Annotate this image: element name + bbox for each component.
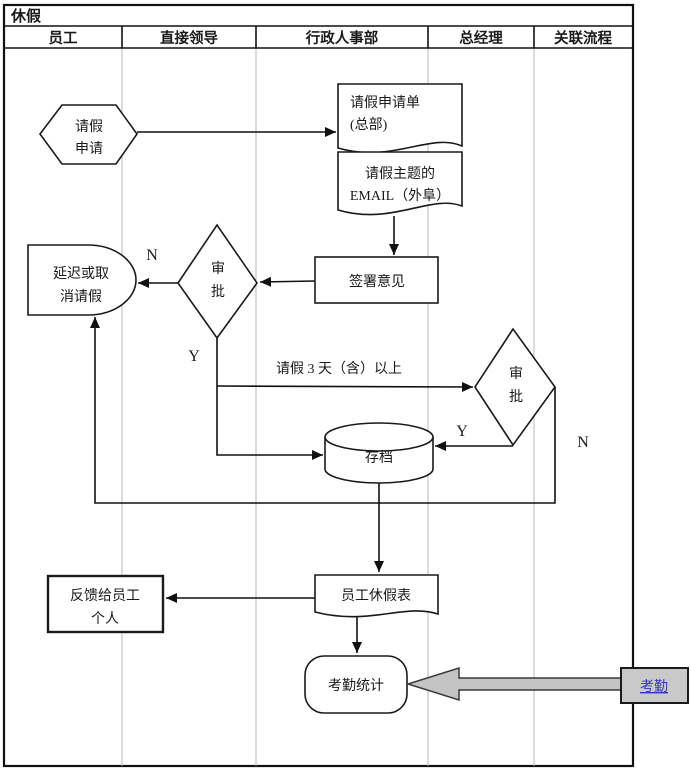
node-archive: 存档 <box>324 422 434 484</box>
leave-email-line1: 请假主题的 <box>365 166 435 182</box>
node-sign-opinion: 签署意见 <box>314 256 439 304</box>
gm-approval-line2: 批 <box>509 389 523 405</box>
approval2-no-label: N <box>577 434 589 451</box>
arrow-condition-to-approval2 <box>216 381 474 392</box>
document-shape <box>337 151 463 216</box>
table-header: 休假 员工 直接领导 行政人事部 总经理 关联流程 <box>10 7 612 47</box>
leave-request-line2: 申请 <box>75 141 103 157</box>
lane-header-employee: 员工 <box>49 30 78 47</box>
lane-header-leader: 直接领导 <box>160 29 218 47</box>
vacation-sheet-label: 员工休假表 <box>341 588 411 604</box>
feedback-line1: 反馈给员工 <box>70 588 140 604</box>
process-rect <box>314 256 439 304</box>
related-process-box[interactable] <box>620 667 689 704</box>
leave-form-line2: (总部) <box>350 117 388 133</box>
lane-header-related: 关联流程 <box>554 29 612 47</box>
feedback-line2: 个人 <box>91 611 119 627</box>
approval1-no-label: N <box>146 247 158 264</box>
node-leave-request: 请假 申请 <box>39 104 138 165</box>
delay-shape <box>27 244 137 316</box>
node-vacation-sheet: 员工休假表 <box>314 574 439 618</box>
leave-email-line2: EMAIL（外阜） <box>350 187 450 204</box>
sign-opinion-label: 签署意见 <box>349 273 405 290</box>
document-shape <box>337 83 463 154</box>
condition-label: 请假 3 天（含）以上 <box>276 361 402 377</box>
node-delay-or-cancel: 延迟或取 消请假 <box>27 244 137 316</box>
rounded-rect <box>304 655 408 714</box>
branch-labels: N Y Y N <box>146 247 589 451</box>
related-process-link[interactable]: 考勤 <box>640 679 668 695</box>
lane-header-gm: 总经理 <box>459 29 503 47</box>
delay-line1: 延迟或取 <box>53 266 109 282</box>
arrow-approval2-no-loopback <box>90 317 556 504</box>
arrow-sign-to-approval1 <box>259 276 316 287</box>
node-leave-form-hq: 请假申请单 (总部) <box>337 83 463 154</box>
approval1-yes-label: Y <box>188 348 200 365</box>
arrow-approval1-yes-to-archive <box>216 338 323 460</box>
page-title: 休假 <box>10 7 42 25</box>
node-gm-approval: 审 批 <box>474 327 556 447</box>
hexagon-shape <box>39 104 138 165</box>
related-process-pointer: 考勤 <box>405 666 689 704</box>
delay-line2: 消请假 <box>60 289 102 305</box>
connectors <box>90 127 556 653</box>
node-leave-email: 请假主题的 EMAIL（外阜） <box>337 151 463 216</box>
leave-request-line1: 请假 <box>75 119 103 135</box>
attendance-stats-label: 考勤统计 <box>328 678 384 694</box>
leader-approval-line2: 批 <box>211 284 225 300</box>
decision-diamond <box>474 327 556 447</box>
archive-label: 存档 <box>365 450 393 466</box>
lane-header-hr: 行政人事部 <box>305 29 379 47</box>
node-leader-approval: 审 批 <box>177 223 258 340</box>
decision-diamond <box>177 223 258 340</box>
node-attendance-stats: 考勤统计 <box>304 655 408 714</box>
cylinder-top <box>324 422 434 452</box>
gm-approval-line1: 审 <box>509 366 523 382</box>
leave-form-line1: 请假申请单 <box>350 95 420 111</box>
node-feedback: 反馈给员工 个人 <box>46 574 165 634</box>
leader-approval-line1: 审 <box>211 261 225 277</box>
process-rect <box>46 574 165 634</box>
document-shape <box>314 574 439 618</box>
approval2-yes-label: Y <box>456 423 468 440</box>
